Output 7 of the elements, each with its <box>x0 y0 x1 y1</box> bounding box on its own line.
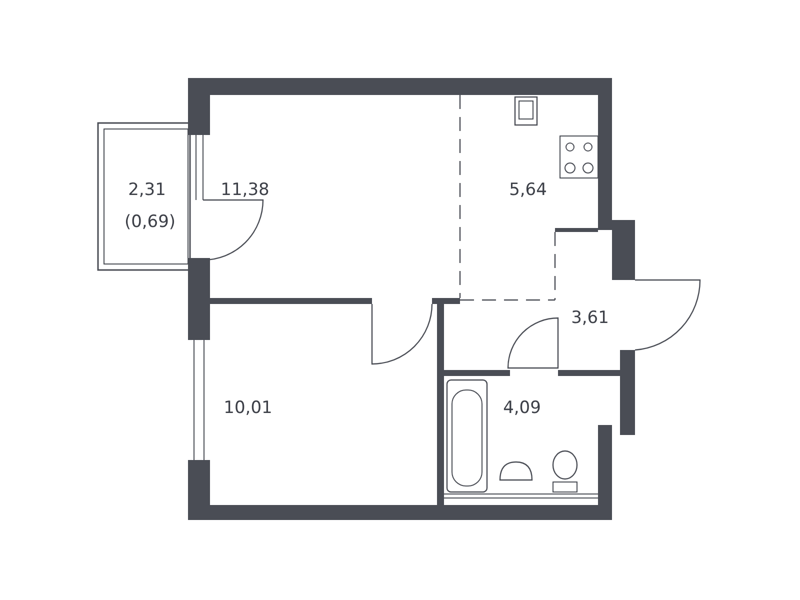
room-area: 2,31 <box>128 180 166 200</box>
room-area: 3,61 <box>571 308 609 328</box>
room-area: 5,64 <box>509 180 547 200</box>
room-area: (0,69) <box>124 212 176 232</box>
room-area: 4,09 <box>503 398 541 418</box>
room-area: 10,01 <box>224 398 272 418</box>
room-area: 11,38 <box>220 180 270 200</box>
